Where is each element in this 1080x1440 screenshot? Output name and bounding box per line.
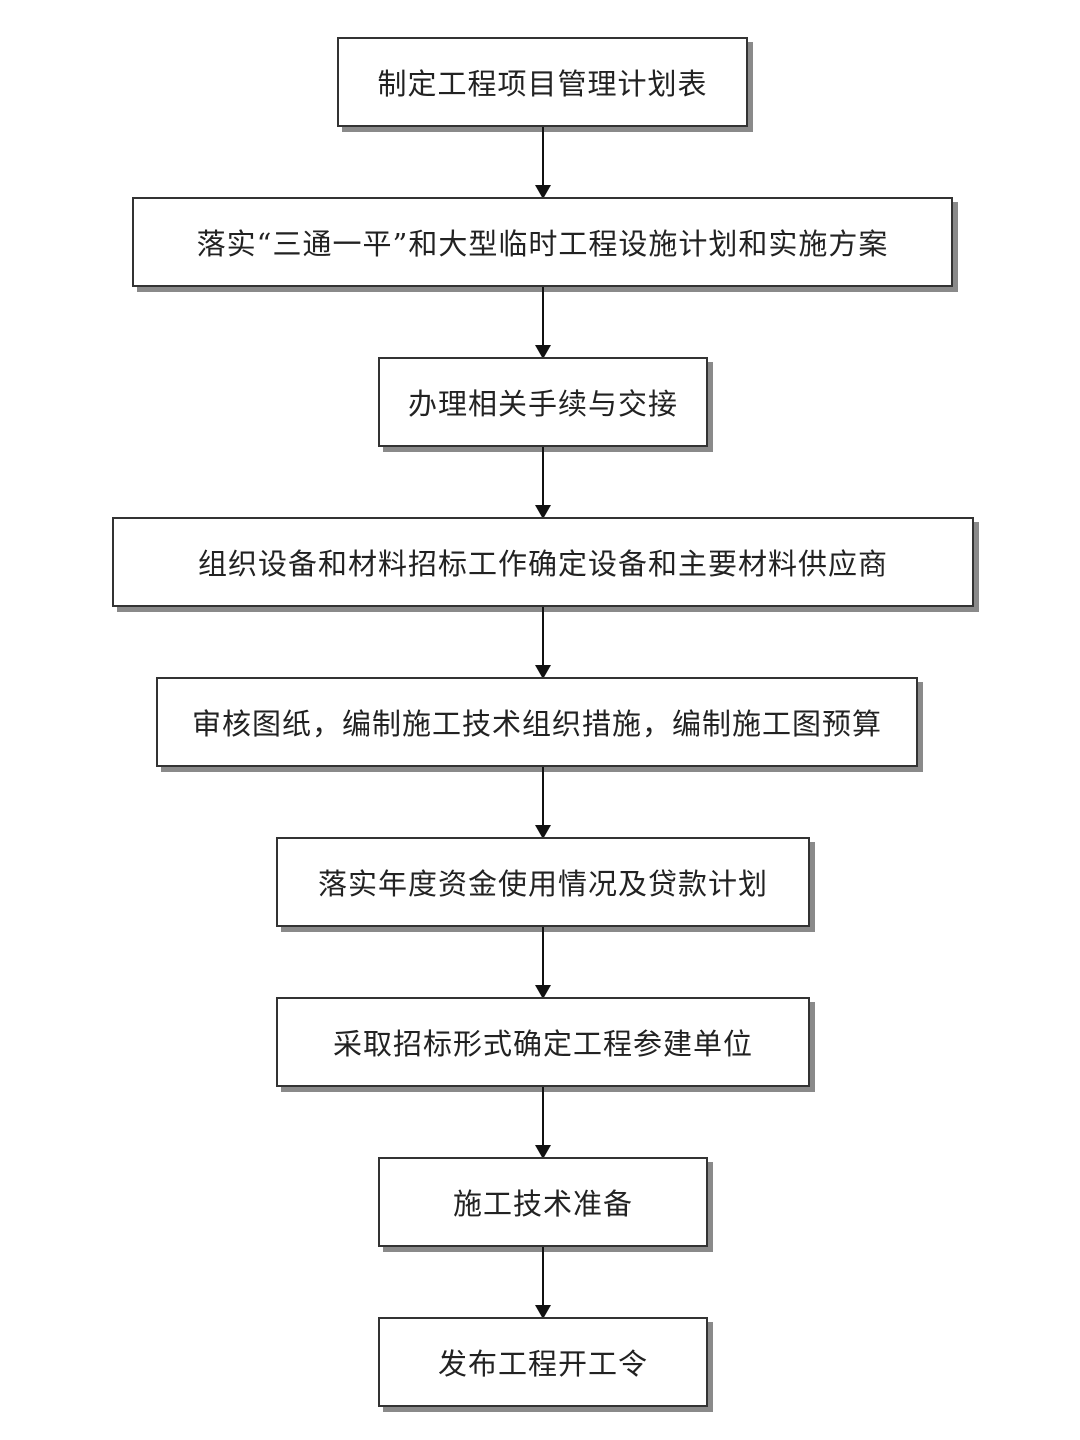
step-1-label: 制定工程项目管理计划表: [377, 67, 708, 101]
step-7-label: 采取招标形式确定工程参建单位: [332, 1027, 753, 1061]
arrow-4-to-5: [535, 607, 551, 679]
arrow-1-to-2: [535, 127, 551, 199]
arrow-2-to-3: [535, 287, 551, 359]
step-6-label: 落实年度资金使用情况及贷款计划: [317, 867, 768, 901]
step-3-box: 办理相关手续与交接: [378, 357, 708, 447]
step-4-box: 组织设备和材料招标工作确定设备和主要材料供应商: [112, 517, 974, 607]
step-8-box: 施工技术准备: [378, 1157, 708, 1247]
step-5-label: 审核图纸，编制施工技术组织措施，编制施工图预算: [191, 707, 882, 741]
step-9-box: 发布工程开工令: [378, 1317, 708, 1407]
step-5-box: 审核图纸，编制施工技术组织措施，编制施工图预算: [156, 677, 918, 767]
step-9-label: 发布工程开工令: [437, 1347, 648, 1381]
step-7-box: 采取招标形式确定工程参建单位: [276, 997, 810, 1087]
step-2-box: 落实“三通一平”和大型临时工程设施计划和实施方案: [132, 197, 953, 287]
step-1-box: 制定工程项目管理计划表: [337, 37, 748, 127]
step-8-label: 施工技术准备: [452, 1187, 633, 1221]
arrow-6-to-7: [535, 927, 551, 999]
step-2-label: 落实“三通一平”和大型临时工程设施计划和实施方案: [196, 227, 889, 261]
arrow-5-to-6: [535, 767, 551, 839]
arrow-7-to-8: [535, 1087, 551, 1159]
step-3-label: 办理相关手续与交接: [407, 387, 678, 421]
step-4-label: 组织设备和材料招标工作确定设备和主要材料供应商: [197, 547, 888, 581]
arrow-8-to-9: [535, 1247, 551, 1319]
arrow-3-to-4: [535, 447, 551, 519]
step-6-box: 落实年度资金使用情况及贷款计划: [276, 837, 810, 927]
